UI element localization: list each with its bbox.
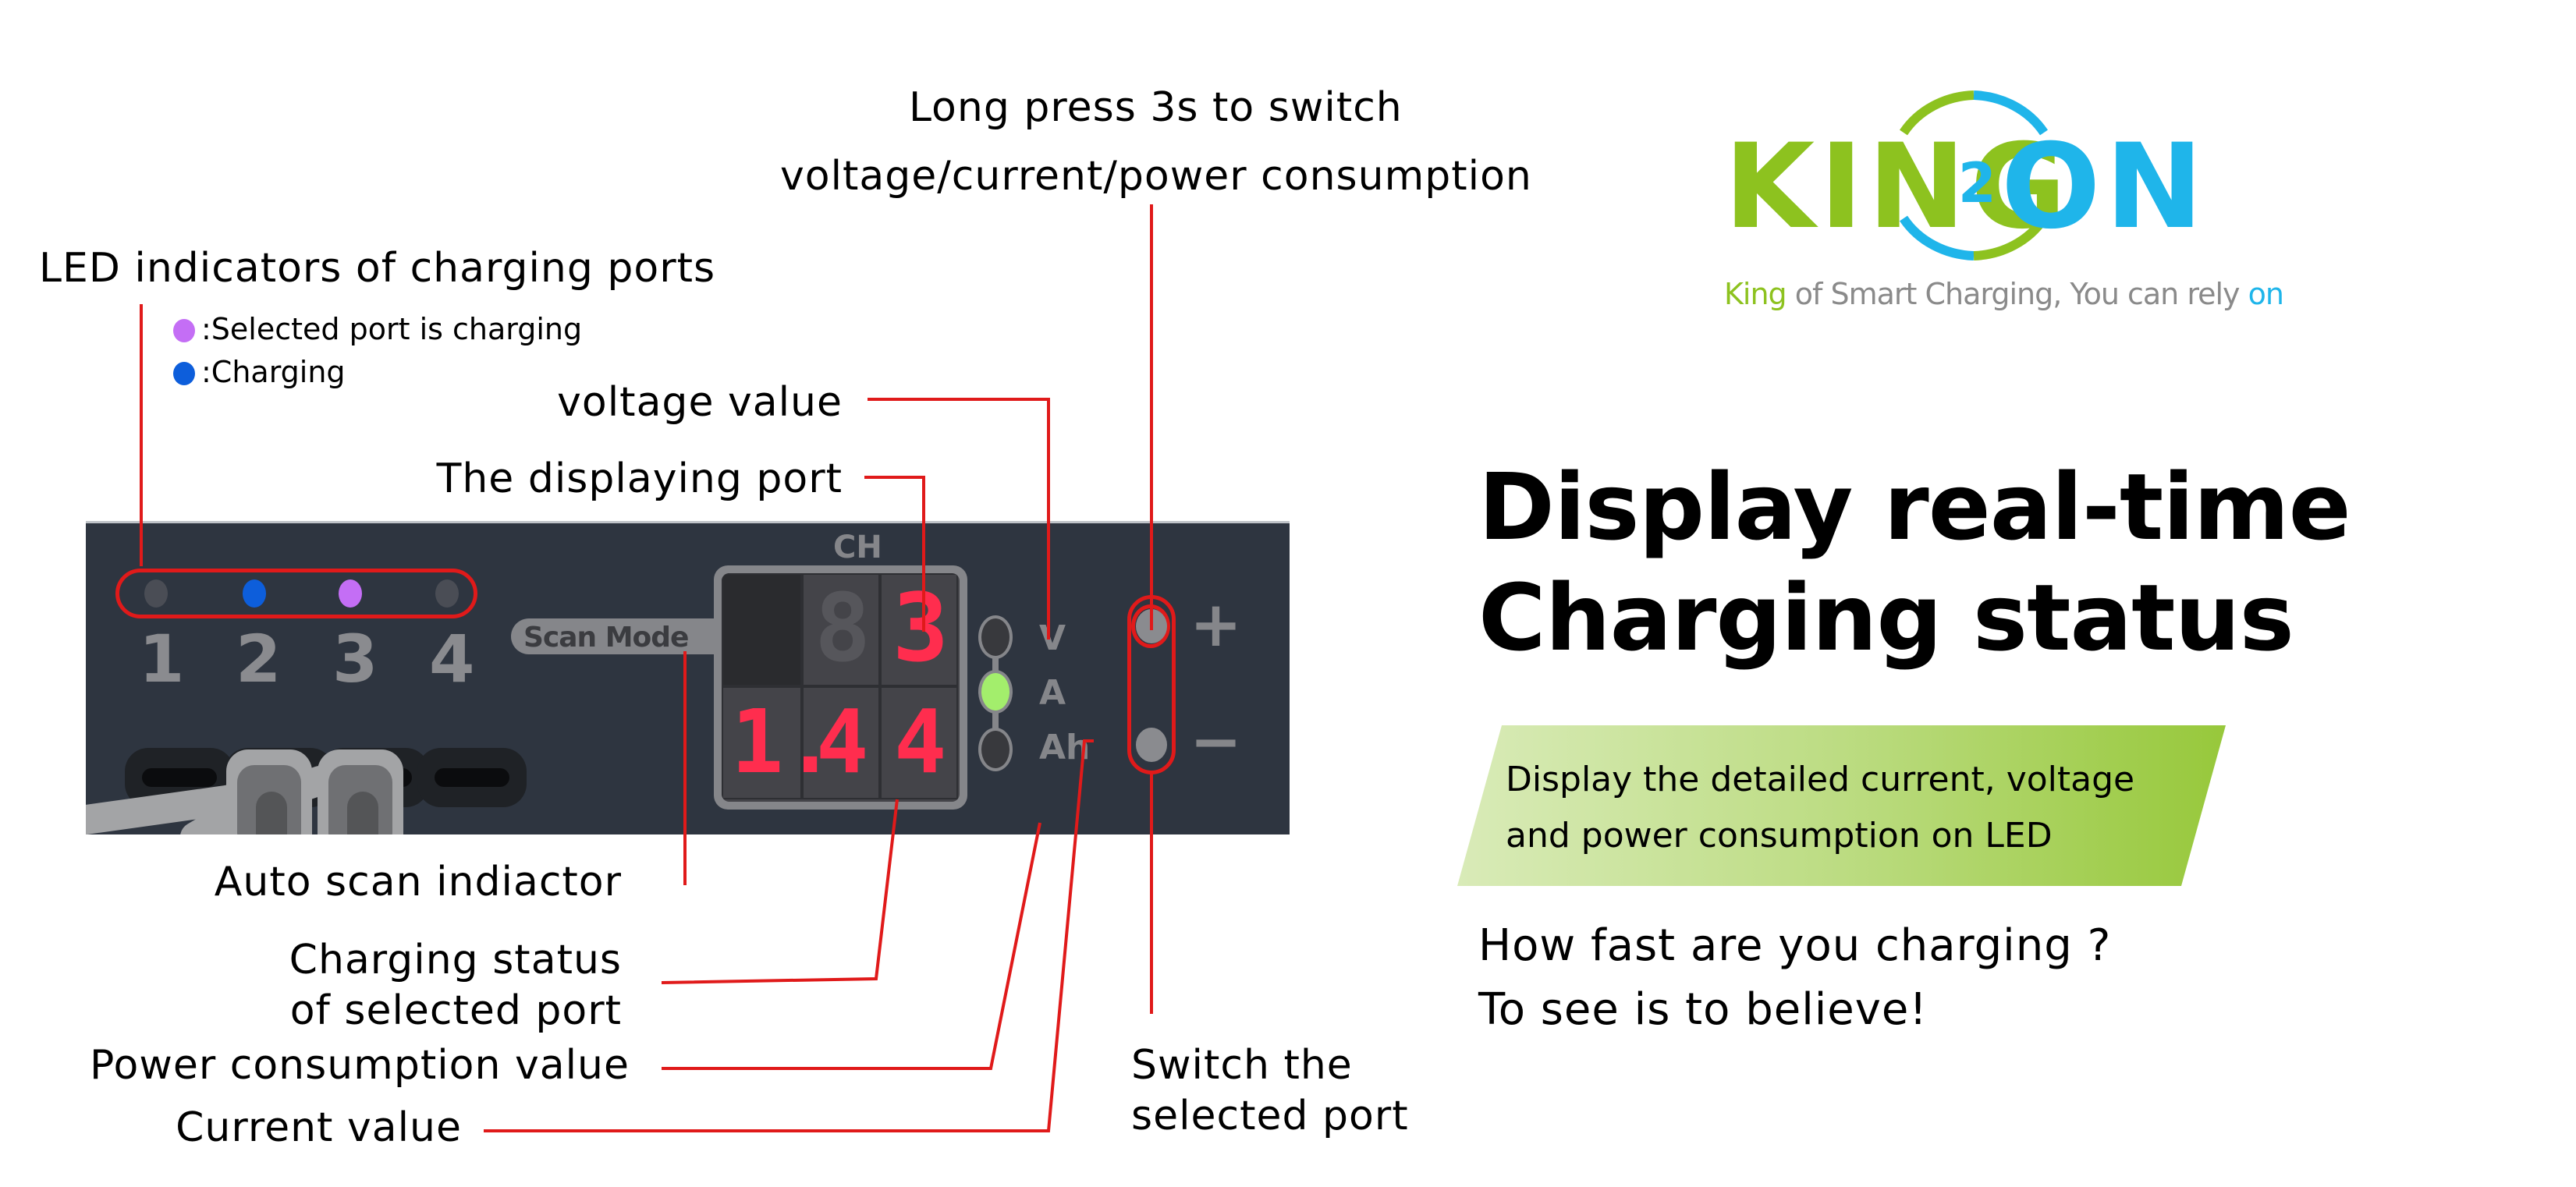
caption-long-press: Long press 3s to switch — [909, 84, 1403, 131]
banner-line-2: and power consumption on LED — [1506, 816, 2053, 856]
logo-ring-icon — [1900, 90, 2048, 260]
slogan-middle: of Smart Charging, You can rely — [1786, 277, 2248, 311]
headline: Display real-time Charging status — [1478, 452, 2351, 673]
legend-purple-dot-icon — [173, 319, 195, 342]
tagline-believe: To see is to believe! — [1478, 984, 1928, 1035]
legend-selected: :Selected port is charging — [173, 312, 582, 346]
blank-cell — [722, 573, 802, 686]
logo-word-2: 2 — [1958, 151, 2001, 215]
label-led-indicators: LED indicators of charging ports — [39, 245, 716, 292]
port-number-2: 2 — [236, 621, 282, 697]
caption-switch-modes: voltage/current/power consumption — [780, 153, 1532, 200]
slogan-king: King — [1724, 277, 1787, 311]
label-voltage-value: voltage value — [557, 379, 843, 426]
banner-line-1: Display the detailed current, voltage — [1506, 760, 2135, 799]
headline-line-1: Display real-time — [1478, 453, 2351, 561]
channel-digit-tens: 8 — [802, 573, 880, 686]
minus-button[interactable] — [1136, 728, 1167, 762]
unit-label-ah: Ah — [1039, 728, 1091, 767]
unit-label-a: A — [1039, 673, 1066, 713]
port-number-1: 1 — [139, 621, 185, 697]
label-charging-status-2: of selected port — [289, 987, 622, 1034]
value-digit-3-text: 4 — [894, 692, 947, 793]
value-digit-1: 1. — [722, 686, 836, 799]
channel-value: 3 — [892, 575, 949, 683]
label-power-consumption: Power consumption value — [90, 1042, 630, 1089]
port-led-1 — [144, 579, 168, 608]
label-current-value: Current value — [176, 1104, 462, 1151]
legend-selected-text: :Selected port is charging — [201, 312, 583, 346]
logo-word-king: KING — [1724, 119, 2071, 255]
label-switch-port-1: Switch the — [1131, 1042, 1353, 1089]
ch-label: CH — [833, 530, 882, 565]
plus-icon: + — [1190, 588, 1243, 661]
headline-line-2: Charging status — [1478, 563, 2294, 671]
label-auto-scan: Auto scan indiactor — [214, 859, 622, 905]
led-display: 8 3 1. 4 4 — [714, 565, 967, 810]
unit-indicator-ah — [978, 728, 1013, 771]
plug-port-2 — [226, 749, 312, 834]
value-digit-2: 4 — [802, 686, 880, 799]
legend-charging: :Charging — [173, 355, 346, 389]
plug-port-3 — [318, 749, 403, 834]
port-number-4: 4 — [429, 621, 475, 697]
legend-blue-dot-icon — [173, 362, 195, 385]
port-led-2 — [243, 579, 266, 608]
port-number-3: 3 — [332, 621, 378, 697]
scan-mode-label: Scan Mode — [523, 622, 689, 654]
feature-banner: Display the detailed current, voltage an… — [1457, 725, 2226, 886]
port-led-3 — [339, 579, 362, 608]
channel-digit: 3 — [880, 573, 958, 686]
tagline-question: How fast are you charging ? — [1478, 920, 2112, 971]
unit-indicator-a — [978, 670, 1013, 714]
slogan-on: on — [2248, 277, 2284, 311]
minus-icon: − — [1190, 705, 1243, 778]
logo-word-on: ON — [2001, 119, 2209, 255]
charger-panel: 1 2 3 4 Scan Mode CH 8 3 1. 4 4 V A Ah +… — [86, 521, 1290, 834]
legend-charging-text: :Charging — [201, 355, 346, 389]
label-switch-port-2: selected port — [1131, 1093, 1409, 1139]
led-indicators-callout — [115, 569, 477, 618]
label-charging-status-1: Charging status — [289, 937, 622, 983]
value-digit-3: 4 — [880, 686, 958, 799]
kingon-logo: KING 2 ON King of Smart Charging, You ca… — [1724, 86, 2284, 320]
logo-slogan: King of Smart Charging, You can rely on — [1724, 277, 2284, 311]
label-displaying-port: The displaying port — [436, 455, 843, 502]
line-power — [662, 822, 1041, 1070]
value-digit-2-text: 4 — [816, 692, 869, 793]
unit-label-v: V — [1039, 618, 1066, 658]
plus-button[interactable] — [1136, 609, 1167, 643]
unit-indicator-v — [978, 615, 1013, 659]
